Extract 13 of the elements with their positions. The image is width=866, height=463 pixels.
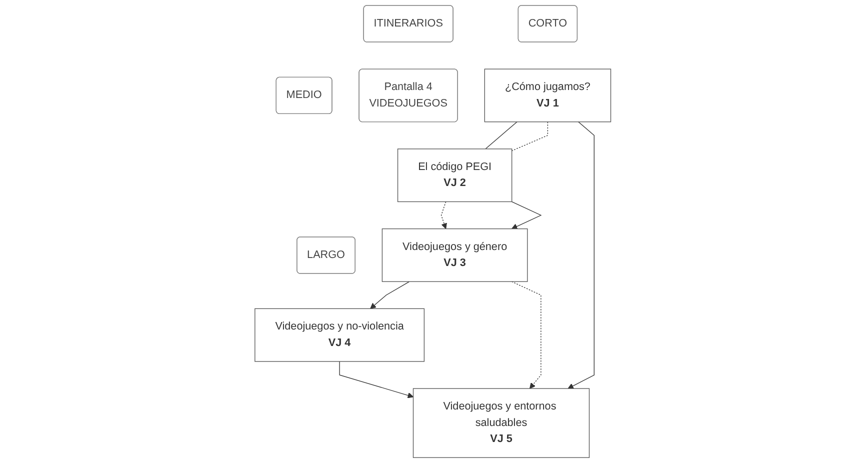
node-box: Videojuegos y no-violencia VJ 4	[254, 308, 425, 362]
arrow	[568, 122, 595, 389]
node-box: Videojuegos y género VJ 3	[382, 228, 528, 282]
arrow	[512, 281, 542, 389]
arrow	[512, 201, 542, 230]
node-box: El código PEGI VJ 2	[398, 148, 512, 202]
connector	[512, 122, 548, 152]
connector	[485, 122, 518, 150]
node-box: Videojuegos y entornos saludables VJ 5	[413, 388, 590, 458]
arrow	[370, 281, 410, 309]
arrow	[441, 201, 448, 230]
node-box: ¿Cómo jugamos? VJ 1	[484, 68, 612, 122]
arrow	[339, 361, 414, 398]
